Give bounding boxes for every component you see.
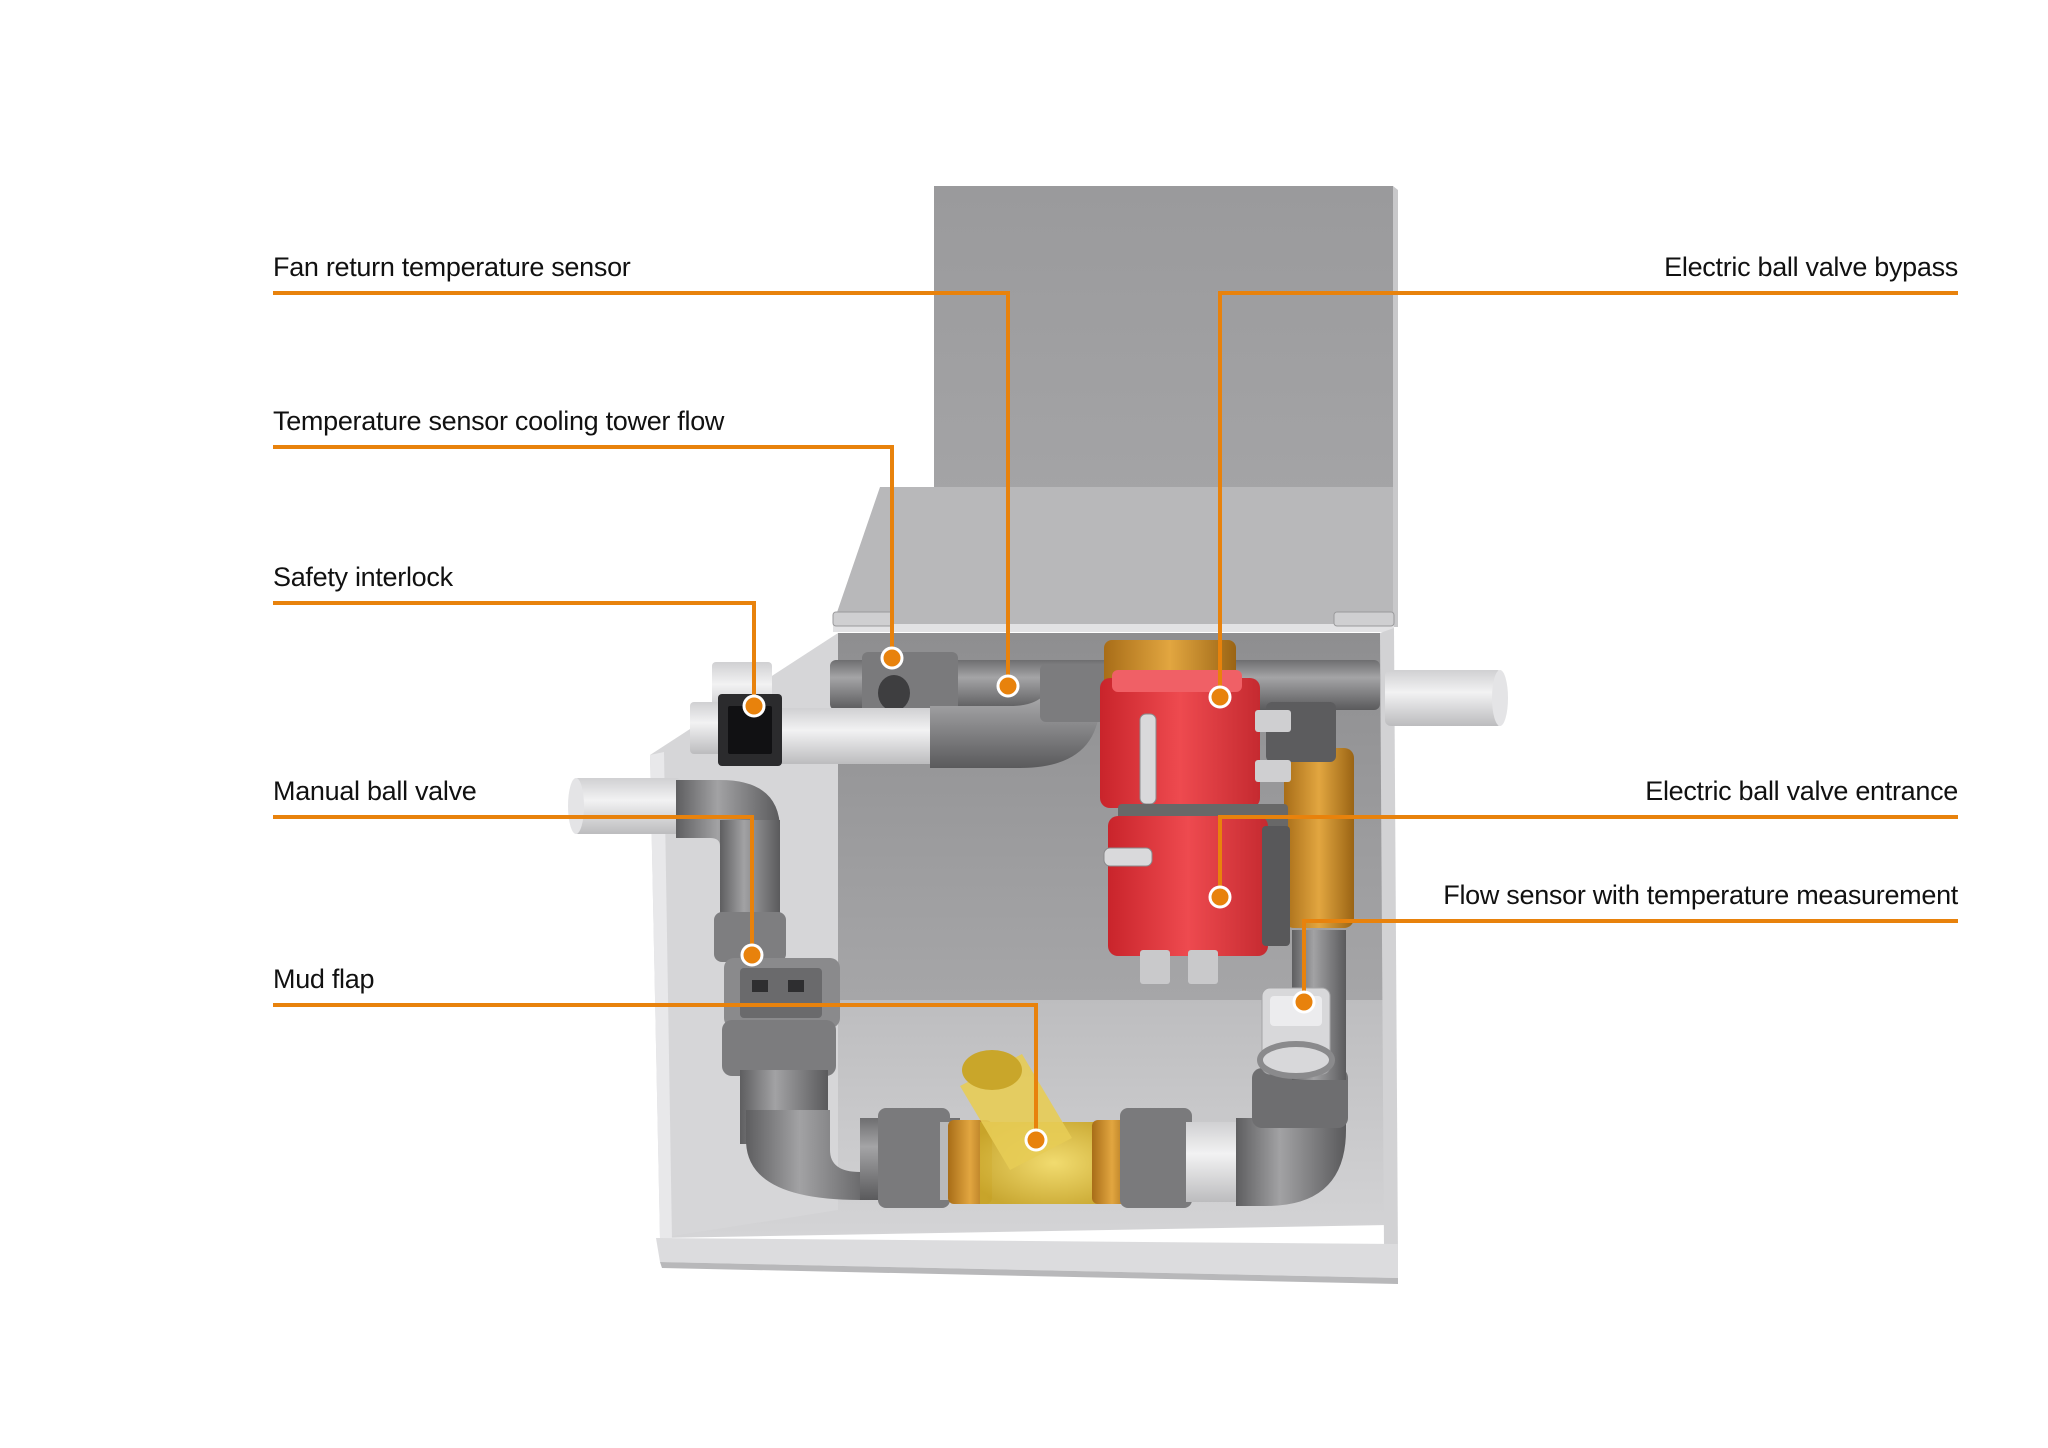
bottom-left-elbow <box>746 1110 880 1200</box>
bottom-pipe-run <box>746 1050 1348 1208</box>
interlock-face <box>728 706 772 754</box>
dot-manual-ball-valve <box>740 943 764 967</box>
right-stub <box>1385 670 1503 726</box>
right-hinge <box>1333 611 1395 627</box>
strainer-cap <box>962 1050 1022 1090</box>
leader-temperature-sensor-cooling-tower-flow <box>273 445 894 655</box>
electric-actuators <box>1100 670 1291 984</box>
bottom-coupling-right <box>1120 1108 1192 1208</box>
dot-electric-ball-valve-entrance <box>1208 885 1232 909</box>
bottom-coupling-left <box>878 1108 950 1208</box>
top-elbow-coupling <box>1040 664 1106 722</box>
actuator-lower-handle <box>1103 847 1153 867</box>
actuator-lower-foot-2 <box>1188 950 1218 984</box>
right-stub-end <box>1492 670 1508 726</box>
label-manual-ball-valve: Manual ball valve <box>273 776 477 806</box>
base-plate <box>656 1238 1398 1278</box>
dot-electric-ball-valve-bypass <box>1208 685 1232 709</box>
manual-valve-lower-union <box>722 1020 836 1076</box>
actuator-connector-2 <box>1255 760 1291 782</box>
left-hinge <box>832 611 894 627</box>
actuator-connector-1 <box>1255 710 1291 732</box>
left-lower-stub-end <box>568 778 584 834</box>
left-side-front-edge <box>650 752 672 1240</box>
actuator-upper-body <box>1100 678 1260 808</box>
label-flow-sensor-with-temperature-measurement: Flow sensor with temperature measurement <box>1443 880 1958 910</box>
actuator-lower-foot-1 <box>1140 950 1170 984</box>
manual-valve-handle-block <box>740 968 822 1018</box>
rear-slope <box>833 487 1393 624</box>
actuator-lower-body <box>1108 816 1268 956</box>
label-fan-return-temperature-sensor: Fan return temperature sensor <box>273 252 631 282</box>
right-side-wall <box>1380 628 1398 1258</box>
brass-valve-lower <box>1284 748 1354 928</box>
front-top-pipe <box>780 708 950 764</box>
dot-mud-flap <box>1024 1128 1048 1152</box>
dot-safety-interlock <box>742 694 766 718</box>
leader-safety-interlock <box>273 601 756 700</box>
flow-sensor-ring <box>1257 1041 1335 1079</box>
label-safety-interlock: Safety interlock <box>273 562 453 592</box>
callout-dots <box>740 646 1316 1152</box>
dot-flow-sensor <box>1292 990 1316 1014</box>
manual-valve-slot-1 <box>752 980 768 992</box>
dot-temperature-sensor-cooling-tower-flow <box>880 646 904 670</box>
leader-manual-ball-valve <box>273 815 754 953</box>
manual-valve-slot-2 <box>788 980 804 992</box>
label-electric-ball-valve-entrance: Electric ball valve entrance <box>1645 776 1958 806</box>
label-mud-flap: Mud flap <box>273 964 375 994</box>
housing-rim <box>833 624 1394 632</box>
actuator-upper-handle <box>1139 713 1157 805</box>
callout-leaders <box>273 291 1958 1138</box>
leader-electric-ball-valve-bypass <box>1218 291 1958 695</box>
safety-interlock-device <box>718 694 782 766</box>
right-lower-coupling <box>1252 1068 1348 1128</box>
label-electric-ball-valve-bypass: Electric ball valve bypass <box>1664 252 1958 282</box>
leader-fan-return-temperature-sensor <box>273 291 1010 680</box>
leader-mud-flap <box>273 1003 1038 1138</box>
leader-flow-sensor <box>1302 919 1958 1000</box>
leader-electric-ball-valve-entrance <box>1218 815 1958 895</box>
left-lower-stub <box>572 778 682 834</box>
dot-fan-return-temperature-sensor <box>996 674 1020 698</box>
actuator-dark-side <box>1262 826 1290 946</box>
lid-edge <box>1393 186 1398 627</box>
sensor-tee-port <box>878 675 910 711</box>
external-pipe-stubs <box>568 662 1508 834</box>
actuator-upper-top <box>1112 670 1242 692</box>
label-temperature-sensor-cooling-tower-flow: Temperature sensor cooling tower flow <box>273 406 725 436</box>
base-plate-shadow <box>660 1262 1398 1284</box>
